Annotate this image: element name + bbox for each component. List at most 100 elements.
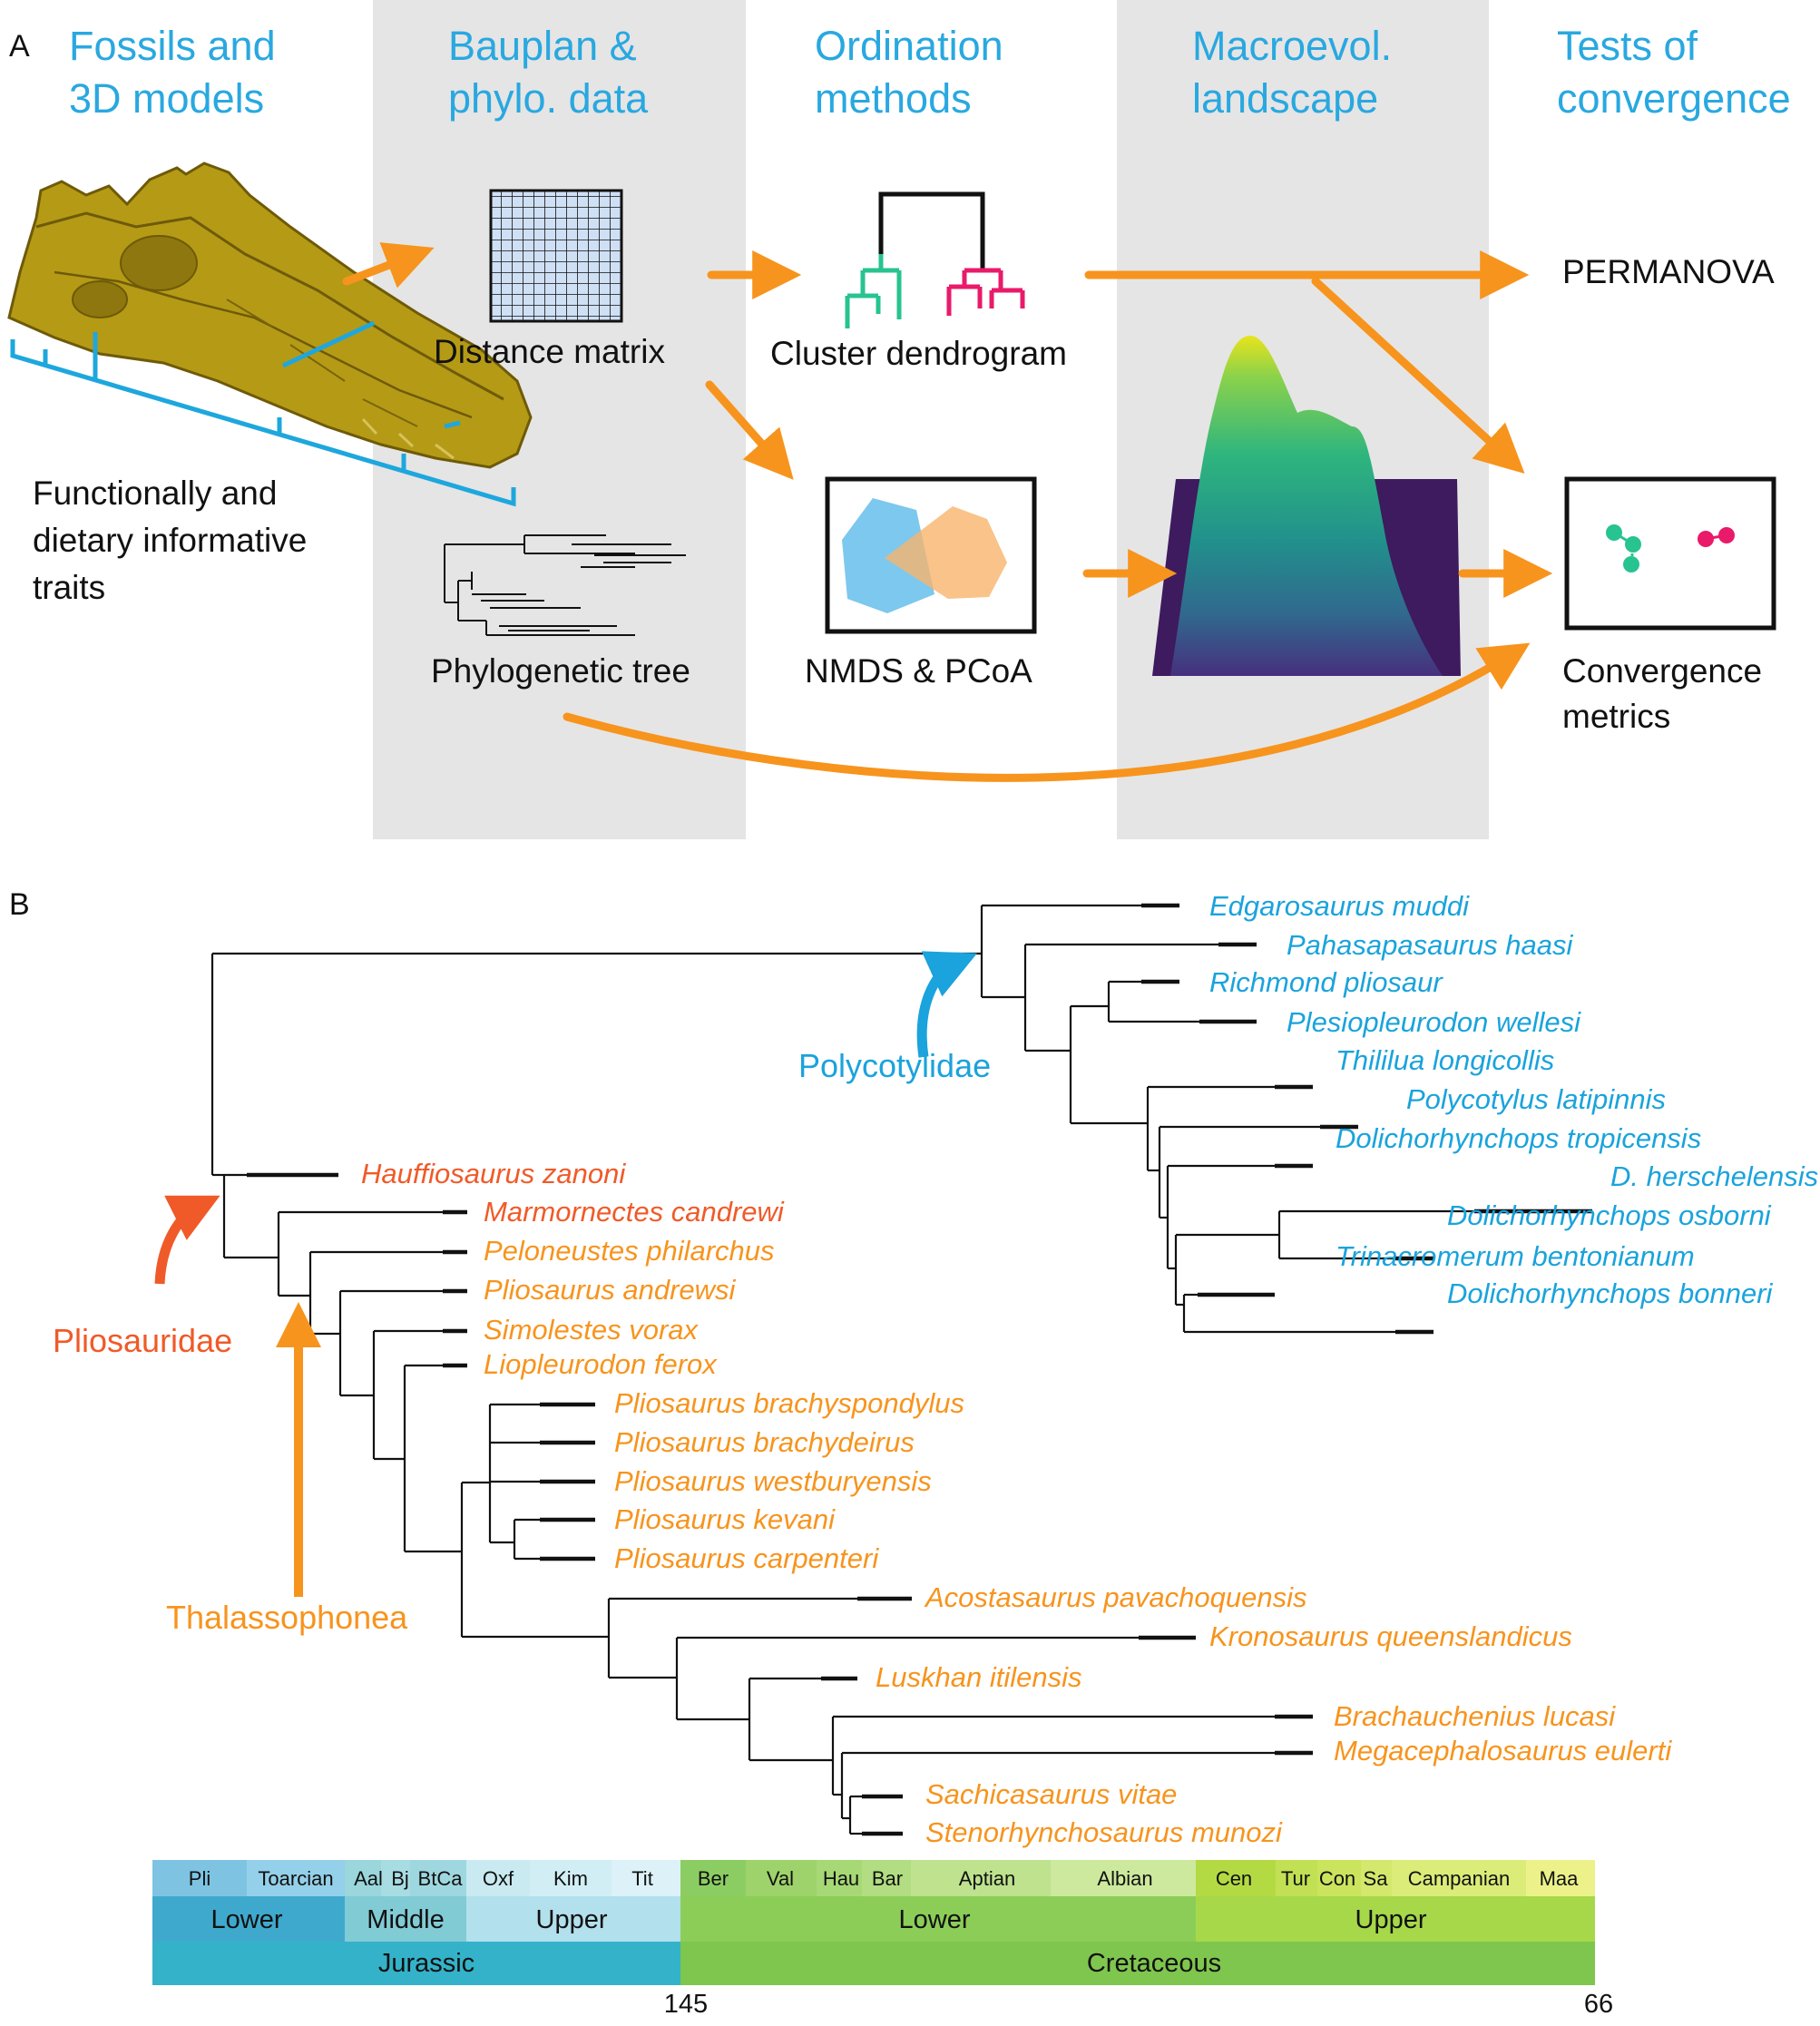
taxon-label: Luskhan itilensis xyxy=(876,1661,1081,1693)
stage-label: BtCa xyxy=(418,1867,464,1890)
distance-matrix-label: Distance matrix xyxy=(434,333,665,370)
pliosauridae-label: Pliosauridae xyxy=(53,1322,232,1359)
taxon-label: Pliosaurus brachyspondylus xyxy=(614,1387,964,1419)
stage-label: Albian xyxy=(1097,1867,1152,1890)
stage-label: Toarcian xyxy=(258,1867,333,1890)
taxon-label: Acostasaurus pavachoquensis xyxy=(924,1581,1306,1613)
taxon-label: Dolichorhynchops osborni xyxy=(1447,1199,1772,1231)
cluster-dendrogram-icon xyxy=(845,191,1025,328)
stage-label: Sa xyxy=(1364,1867,1389,1890)
skull-3d-model xyxy=(7,161,533,469)
taxon-label: Pliosaurus brachydeirus xyxy=(614,1426,915,1458)
taxon-label: Peloneustes philarchus xyxy=(484,1235,775,1267)
polycotylidae-arrow xyxy=(916,951,978,1058)
taxon-label: Pliosaurus westburyensis xyxy=(614,1465,932,1497)
taxon-label: Edgarosaurus muddi xyxy=(1209,890,1470,922)
col-header-landscape-1: Macroevol. xyxy=(1192,23,1392,69)
taxon-label: Kronosaurus queenslandicus xyxy=(1209,1620,1572,1652)
thalassophonea-label: Thalassophonea xyxy=(166,1599,408,1636)
convergence-plot-frame xyxy=(1564,476,1776,631)
convergence-metrics-label-1: Convergence xyxy=(1562,652,1762,690)
taxon-labels: Edgarosaurus muddi Pahasapasaurus haasi … xyxy=(361,890,1818,1848)
panel-b-label: B xyxy=(9,887,30,922)
taxon-label: Pliosaurus andrewsi xyxy=(484,1274,737,1306)
permanova-label: PERMANOVA xyxy=(1562,253,1775,290)
pliosauridae-arrow xyxy=(154,1195,220,1285)
stage-label: Aal xyxy=(354,1867,383,1890)
stage-label: Bar xyxy=(872,1867,903,1890)
taxon-label: Sachicasaurus vitae xyxy=(925,1778,1177,1810)
col-header-landscape-2: landscape xyxy=(1192,75,1378,122)
taxon-label: Liopleurodon ferox xyxy=(484,1348,718,1380)
col-header-fossils-2: 3D models xyxy=(69,75,264,122)
epoch-label: Middle xyxy=(367,1905,444,1934)
period-label: Cretaceous xyxy=(1087,1949,1221,1978)
taxon-label: Pliosaurus kevani xyxy=(614,1503,836,1535)
taxon-label: Marmornectes candrewi xyxy=(484,1196,785,1228)
epoch-label: Lower xyxy=(211,1905,283,1934)
traits-label-2: dietary informative xyxy=(33,522,307,559)
taxon-label: Megacephalosaurus eulerti xyxy=(1334,1735,1672,1767)
phylogenetic-tree-icon xyxy=(444,534,686,636)
panel-a-label: A xyxy=(9,29,30,64)
stage-label: Campanian xyxy=(1408,1867,1511,1890)
convergence-points xyxy=(1606,524,1735,573)
taxon-label: Polycotylus latipinnis xyxy=(1406,1083,1666,1115)
col-header-convergence-2: convergence xyxy=(1557,75,1791,122)
traits-label-3: traits xyxy=(33,569,105,606)
epoch-label: Lower xyxy=(899,1905,971,1934)
taxon-label: Dolichorhynchops tropicensis xyxy=(1336,1122,1701,1154)
stage-label: Val xyxy=(767,1867,794,1890)
polycotylidae-label: Polycotylidae xyxy=(798,1047,991,1084)
taxon-label: Pliosaurus carpenteri xyxy=(614,1542,879,1574)
taxon-label: Stenorhynchosaurus munozi xyxy=(925,1816,1283,1848)
col-header-convergence-1: Tests of xyxy=(1557,23,1698,69)
tick-label-145: 145 xyxy=(664,1990,708,2019)
distance-matrix-icon xyxy=(489,189,623,323)
taxon-label: Brachauchenius lucasi xyxy=(1334,1700,1616,1732)
macroevolutionary-landscape xyxy=(1152,336,1461,676)
taxon-label: Thililua longicollis xyxy=(1336,1044,1554,1076)
stage-label: Ber xyxy=(698,1867,729,1890)
geologic-timescale: Pli Toarcian Aal Bj BtCa Oxf Kim Tit Ber… xyxy=(152,1860,1613,2019)
stage-label: Con xyxy=(1319,1867,1355,1890)
col-header-bauplan-1: Bauplan & xyxy=(448,23,637,69)
nmds-hull-orange xyxy=(885,506,1007,599)
epoch-label: Upper xyxy=(536,1905,608,1934)
tick-label-66: 66 xyxy=(1584,1990,1613,2019)
taxon-label: Trinacromerum bentonianum xyxy=(1336,1240,1695,1272)
taxon-label: Plesiopleurodon wellesi xyxy=(1287,1006,1581,1038)
phylogenetic-tree-label: Phylogenetic tree xyxy=(431,652,690,690)
stage-label: Bj xyxy=(391,1867,409,1890)
flow-arrows xyxy=(342,242,1553,782)
col-header-fossils-1: Fossils and xyxy=(69,23,276,69)
cluster-dendrogram-label: Cluster dendrogram xyxy=(770,335,1067,372)
taxon-label: Richmond pliosaur xyxy=(1209,966,1443,998)
stage-label: Pli xyxy=(189,1867,210,1890)
measurement-lines xyxy=(10,320,516,507)
stage-label: Hau xyxy=(823,1867,859,1890)
traits-label-1: Functionally and xyxy=(33,475,277,512)
stage-label: Aptian xyxy=(959,1867,1015,1890)
convergence-metrics-label-2: metrics xyxy=(1562,698,1670,735)
stage-label: Kim xyxy=(553,1867,588,1890)
taxon-label: Pahasapasaurus haasi xyxy=(1287,929,1574,961)
nmds-pcoa-label: NMDS & PCoA xyxy=(805,652,1032,690)
taxon-label: Hauffiosaurus zanoni xyxy=(361,1158,626,1189)
taxon-label: Simolestes vorax xyxy=(484,1314,700,1346)
period-label: Jurassic xyxy=(378,1949,475,1978)
stage-label: Oxf xyxy=(483,1867,514,1890)
stage-label: Maa xyxy=(1540,1867,1580,1890)
taxon-label: D. herschelensis xyxy=(1610,1160,1818,1192)
stage-label: Cen xyxy=(1216,1867,1252,1890)
panel-b: B xyxy=(9,887,1818,2019)
panel-a: A Fossils and 3D models Bauplan & phylo.… xyxy=(7,0,1791,839)
stage-label: Tur xyxy=(1281,1867,1310,1890)
col-header-ordination-2: methods xyxy=(815,75,972,122)
taxon-label: Dolichorhynchops bonneri xyxy=(1447,1277,1774,1309)
epoch-label: Upper xyxy=(1355,1905,1427,1934)
col-header-bauplan-2: phylo. data xyxy=(448,75,649,122)
stage-label: Tit xyxy=(631,1867,653,1890)
